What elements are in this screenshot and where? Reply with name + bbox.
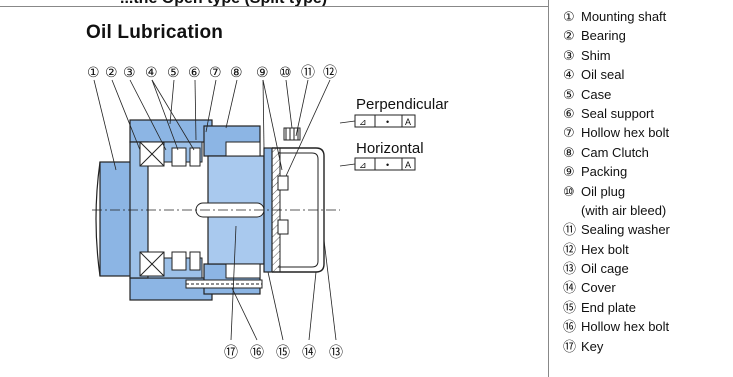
- tolerance-leader: [339, 120, 356, 124]
- orientation-label-perpendicular: Perpendicular: [356, 96, 449, 113]
- callout-14: ⑭: [302, 345, 316, 361]
- callout-7: ⑦: [209, 65, 222, 81]
- orientation-perpendicular: Perpendicular ⊿ • A: [354, 96, 449, 128]
- callout-2: ②: [105, 65, 118, 81]
- orientation-label-horizontal: Horizontal: [356, 140, 424, 157]
- tolerance-value: •: [386, 160, 389, 170]
- bearing: [139, 141, 165, 277]
- bottom-callouts: ⑰ ⑯ ⑮ ⑭ ⑬: [224, 345, 343, 361]
- callout-12: ⑫: [323, 65, 337, 81]
- tolerance-leader: [339, 163, 356, 167]
- top-callouts: ① ② ③ ④ ⑤ ⑥ ⑦ ⑧ ⑨ ⑩ ⑪ ⑫: [87, 65, 337, 81]
- callout-13: ⑬: [329, 345, 343, 361]
- callout-6: ⑥: [188, 65, 201, 81]
- callout-17: ⑰: [224, 345, 238, 361]
- callout-4: ④: [145, 65, 158, 81]
- tolerance-value: •: [386, 117, 389, 127]
- callout-11: ⑪: [301, 65, 315, 81]
- section-title-cut: ...the Open type (Split type): [120, 0, 327, 8]
- hollow-hex-bolt: [185, 279, 263, 289]
- datum-ref: A: [405, 160, 411, 170]
- callout-1: ①: [87, 65, 100, 81]
- callout-16: ⑯: [250, 345, 264, 361]
- orientation-horizontal: Horizontal ⊿ • A: [354, 140, 424, 171]
- hex-bolt: [277, 175, 289, 235]
- top-leaders: [93, 79, 331, 177]
- bottom-leaders: [230, 225, 337, 341]
- top-strip: ...the Open type (Split type): [0, 0, 548, 8]
- tolerance-symbol: ⊿: [359, 117, 367, 127]
- oil-seal: [171, 147, 201, 271]
- callout-9: ⑨: [256, 65, 269, 81]
- callout-15: ⑮: [276, 345, 290, 361]
- callout-8: ⑧: [230, 65, 243, 81]
- diagram-title: Oil Lubrication: [86, 22, 224, 43]
- mounting-shaft: [95, 161, 133, 277]
- top-rule: [0, 6, 548, 7]
- cam-clutch-cross-section: ① ② ③ ④ ⑤ ⑥ ⑦ ⑧ ⑨ ⑩ ⑪ ⑫ ⑰ ⑯ ⑮ ⑭ ⑬: [87, 65, 449, 361]
- callout-3: ③: [123, 65, 136, 81]
- legend-item: (with air bleed): [581, 202, 667, 218]
- panel-divider: [548, 0, 549, 377]
- tolerance-symbol: ⊿: [359, 160, 367, 170]
- datum-ref: A: [405, 117, 411, 127]
- callout-10: ⑩: [279, 65, 292, 81]
- callout-5: ⑤: [167, 65, 180, 81]
- oil-plug: [283, 127, 301, 141]
